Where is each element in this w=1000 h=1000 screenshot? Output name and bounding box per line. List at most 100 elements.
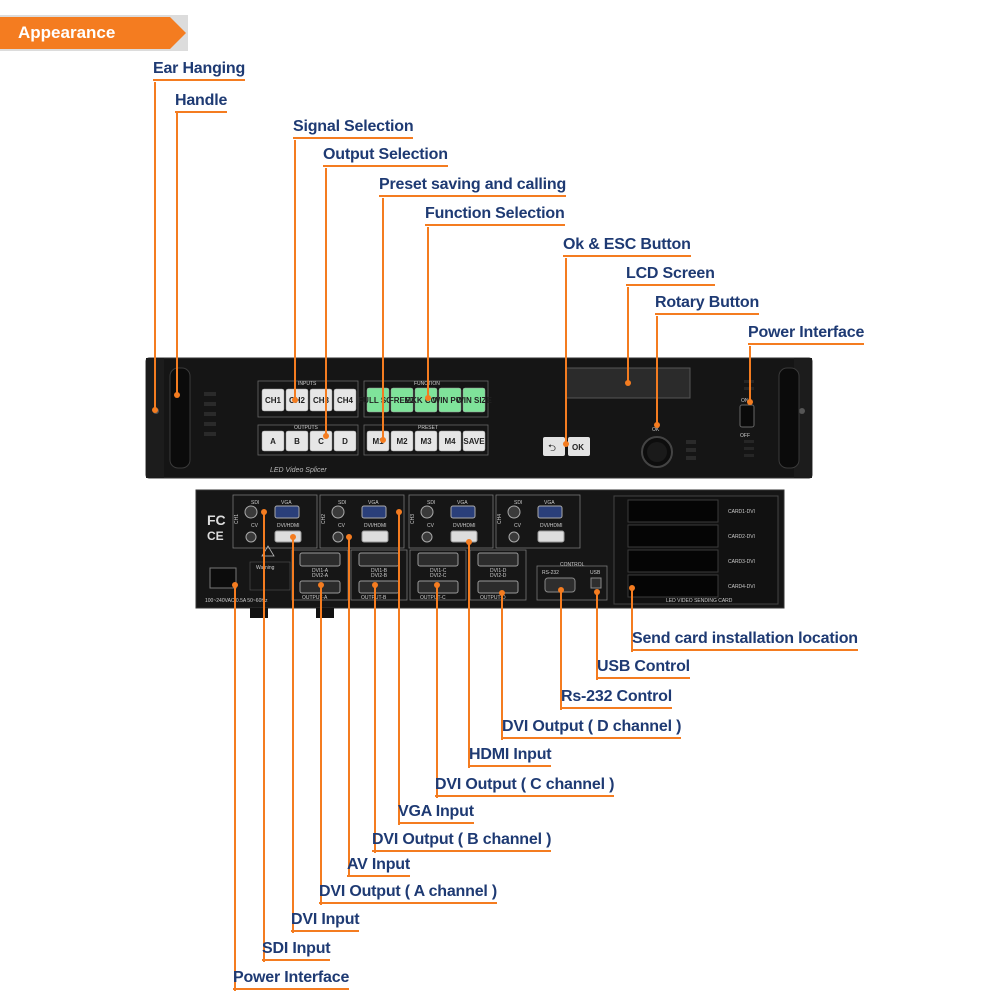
power-switch[interactable] — [739, 404, 755, 428]
av-port[interactable] — [332, 531, 344, 543]
dvi-input-port[interactable] — [361, 530, 389, 543]
card-slot-label: CARD2-DVI — [728, 534, 755, 540]
callout-rotary: Rotary Button — [655, 294, 759, 315]
vga-port[interactable] — [450, 505, 476, 519]
dvi-output-port-1[interactable] — [358, 552, 400, 567]
power-rating: 100~240VAC 0.5A 50~60Hz — [205, 598, 268, 604]
rotary-label: OK — [652, 427, 660, 433]
dvi-input-port[interactable] — [274, 530, 302, 543]
esc-button[interactable] — [543, 437, 565, 456]
preset-button-2[interactable] — [390, 430, 414, 452]
output-port-label: DVI2-A — [312, 573, 329, 579]
card-slot — [627, 499, 719, 523]
leader-dot — [323, 433, 329, 439]
sdi-port[interactable] — [507, 505, 521, 519]
output-button-1[interactable] — [261, 430, 285, 452]
dvi-input-port[interactable] — [537, 530, 565, 543]
control-title: CONTROL — [560, 562, 585, 568]
output-port-label: DVI2-C — [430, 573, 447, 579]
sdi-label: SDI — [514, 500, 522, 506]
leader-dot — [292, 397, 298, 403]
output-button-label: B — [294, 437, 300, 446]
power-inlet[interactable] — [209, 567, 237, 589]
callout-usb: USB Control — [597, 658, 690, 679]
channel-label: CH3 — [410, 514, 416, 524]
sdi-label: SDI — [338, 500, 346, 506]
preset-button-label: M2 — [396, 437, 408, 446]
leader-lines — [154, 82, 751, 991]
input-button-4[interactable] — [333, 388, 357, 412]
callout-power-rear: Power Interface — [233, 969, 349, 990]
callout-function-selection: Function Selection — [425, 205, 565, 226]
function-button-4[interactable] — [438, 387, 462, 413]
cv-label: CV — [338, 523, 346, 529]
sdi-port[interactable] — [420, 505, 434, 519]
leader-dot — [466, 539, 472, 545]
vga-label: VGA — [544, 500, 555, 506]
ok-button-label: OK — [572, 443, 584, 452]
leader-dot — [318, 582, 324, 588]
card-slot-label: CARD1-DVI — [728, 509, 755, 515]
warning-title: Warning — [256, 565, 275, 571]
usb-port[interactable] — [590, 577, 602, 589]
av-port[interactable] — [245, 531, 257, 543]
callout-sdi: SDI Input — [262, 940, 331, 961]
output-group-label: OUTPUT-A — [302, 595, 328, 601]
function-button-label: FREEZ — [389, 396, 415, 405]
header-title: Appearance — [18, 23, 115, 42]
card-slot-label: CARD4-DVI — [728, 584, 755, 590]
av-port[interactable] — [508, 531, 520, 543]
function-button-label: WIN POS — [433, 396, 468, 405]
output-port-label: DVI2-D — [490, 573, 507, 579]
preset-button-5[interactable] — [462, 430, 486, 452]
usb-label: USB — [590, 570, 601, 576]
input-button-label: CH4 — [337, 396, 354, 405]
callout-send-card: Send card installation location — [632, 630, 858, 651]
input-button-1[interactable] — [261, 388, 285, 412]
callout-power-front: Power Interface — [748, 324, 864, 345]
output-group-label: OUTPUT-D — [480, 595, 506, 601]
preset-button-3[interactable] — [414, 430, 438, 452]
av-port[interactable] — [421, 531, 433, 543]
vga-port[interactable] — [361, 505, 387, 519]
card-slot-label: CARD3-DVI — [728, 559, 755, 565]
ok-button[interactable] — [568, 437, 590, 456]
header-banner: Appearance — [0, 15, 188, 51]
card-slot — [627, 524, 719, 548]
leader-dot — [232, 582, 238, 588]
leader-dot — [434, 582, 440, 588]
leader-dot — [372, 582, 378, 588]
preset-button-label: M4 — [444, 437, 456, 446]
dvi-output-port-2[interactable] — [358, 580, 400, 594]
function-button-2[interactable] — [390, 387, 414, 413]
dvi-input-port[interactable] — [450, 530, 478, 543]
dvi-output-port-2[interactable] — [477, 580, 519, 594]
power-off-label: OFF — [740, 433, 750, 439]
function-button-label: WIN SIZE — [456, 396, 492, 405]
vga-port[interactable] — [274, 505, 300, 519]
leader-dot — [629, 585, 635, 591]
cv-label: CV — [514, 523, 522, 529]
callout-hdmi: HDMI Input — [469, 746, 552, 767]
preset-button-label: M3 — [420, 437, 432, 446]
output-button-4[interactable] — [333, 430, 357, 452]
leader-dot — [174, 392, 180, 398]
dvi-output-port-1[interactable] — [477, 552, 519, 567]
sdi-port[interactable] — [244, 505, 258, 519]
sdi-port[interactable] — [331, 505, 345, 519]
cv-label: CV — [427, 523, 435, 529]
output-button-2[interactable] — [285, 430, 309, 452]
card-slot — [627, 574, 719, 598]
channel-label: CH1 — [234, 514, 240, 524]
vga-port[interactable] — [537, 505, 563, 519]
function-button-5[interactable] — [462, 387, 486, 413]
preset-button-4[interactable] — [438, 430, 462, 452]
leader-dot — [654, 422, 660, 428]
leader-dot — [261, 509, 267, 515]
dvi-output-port-1[interactable] — [417, 552, 459, 567]
leader-dot — [563, 441, 569, 447]
sdi-label: SDI — [251, 500, 259, 506]
dvihdmi-label: DVI/HDMI — [540, 523, 563, 529]
dvi-output-port-1[interactable] — [299, 552, 341, 567]
